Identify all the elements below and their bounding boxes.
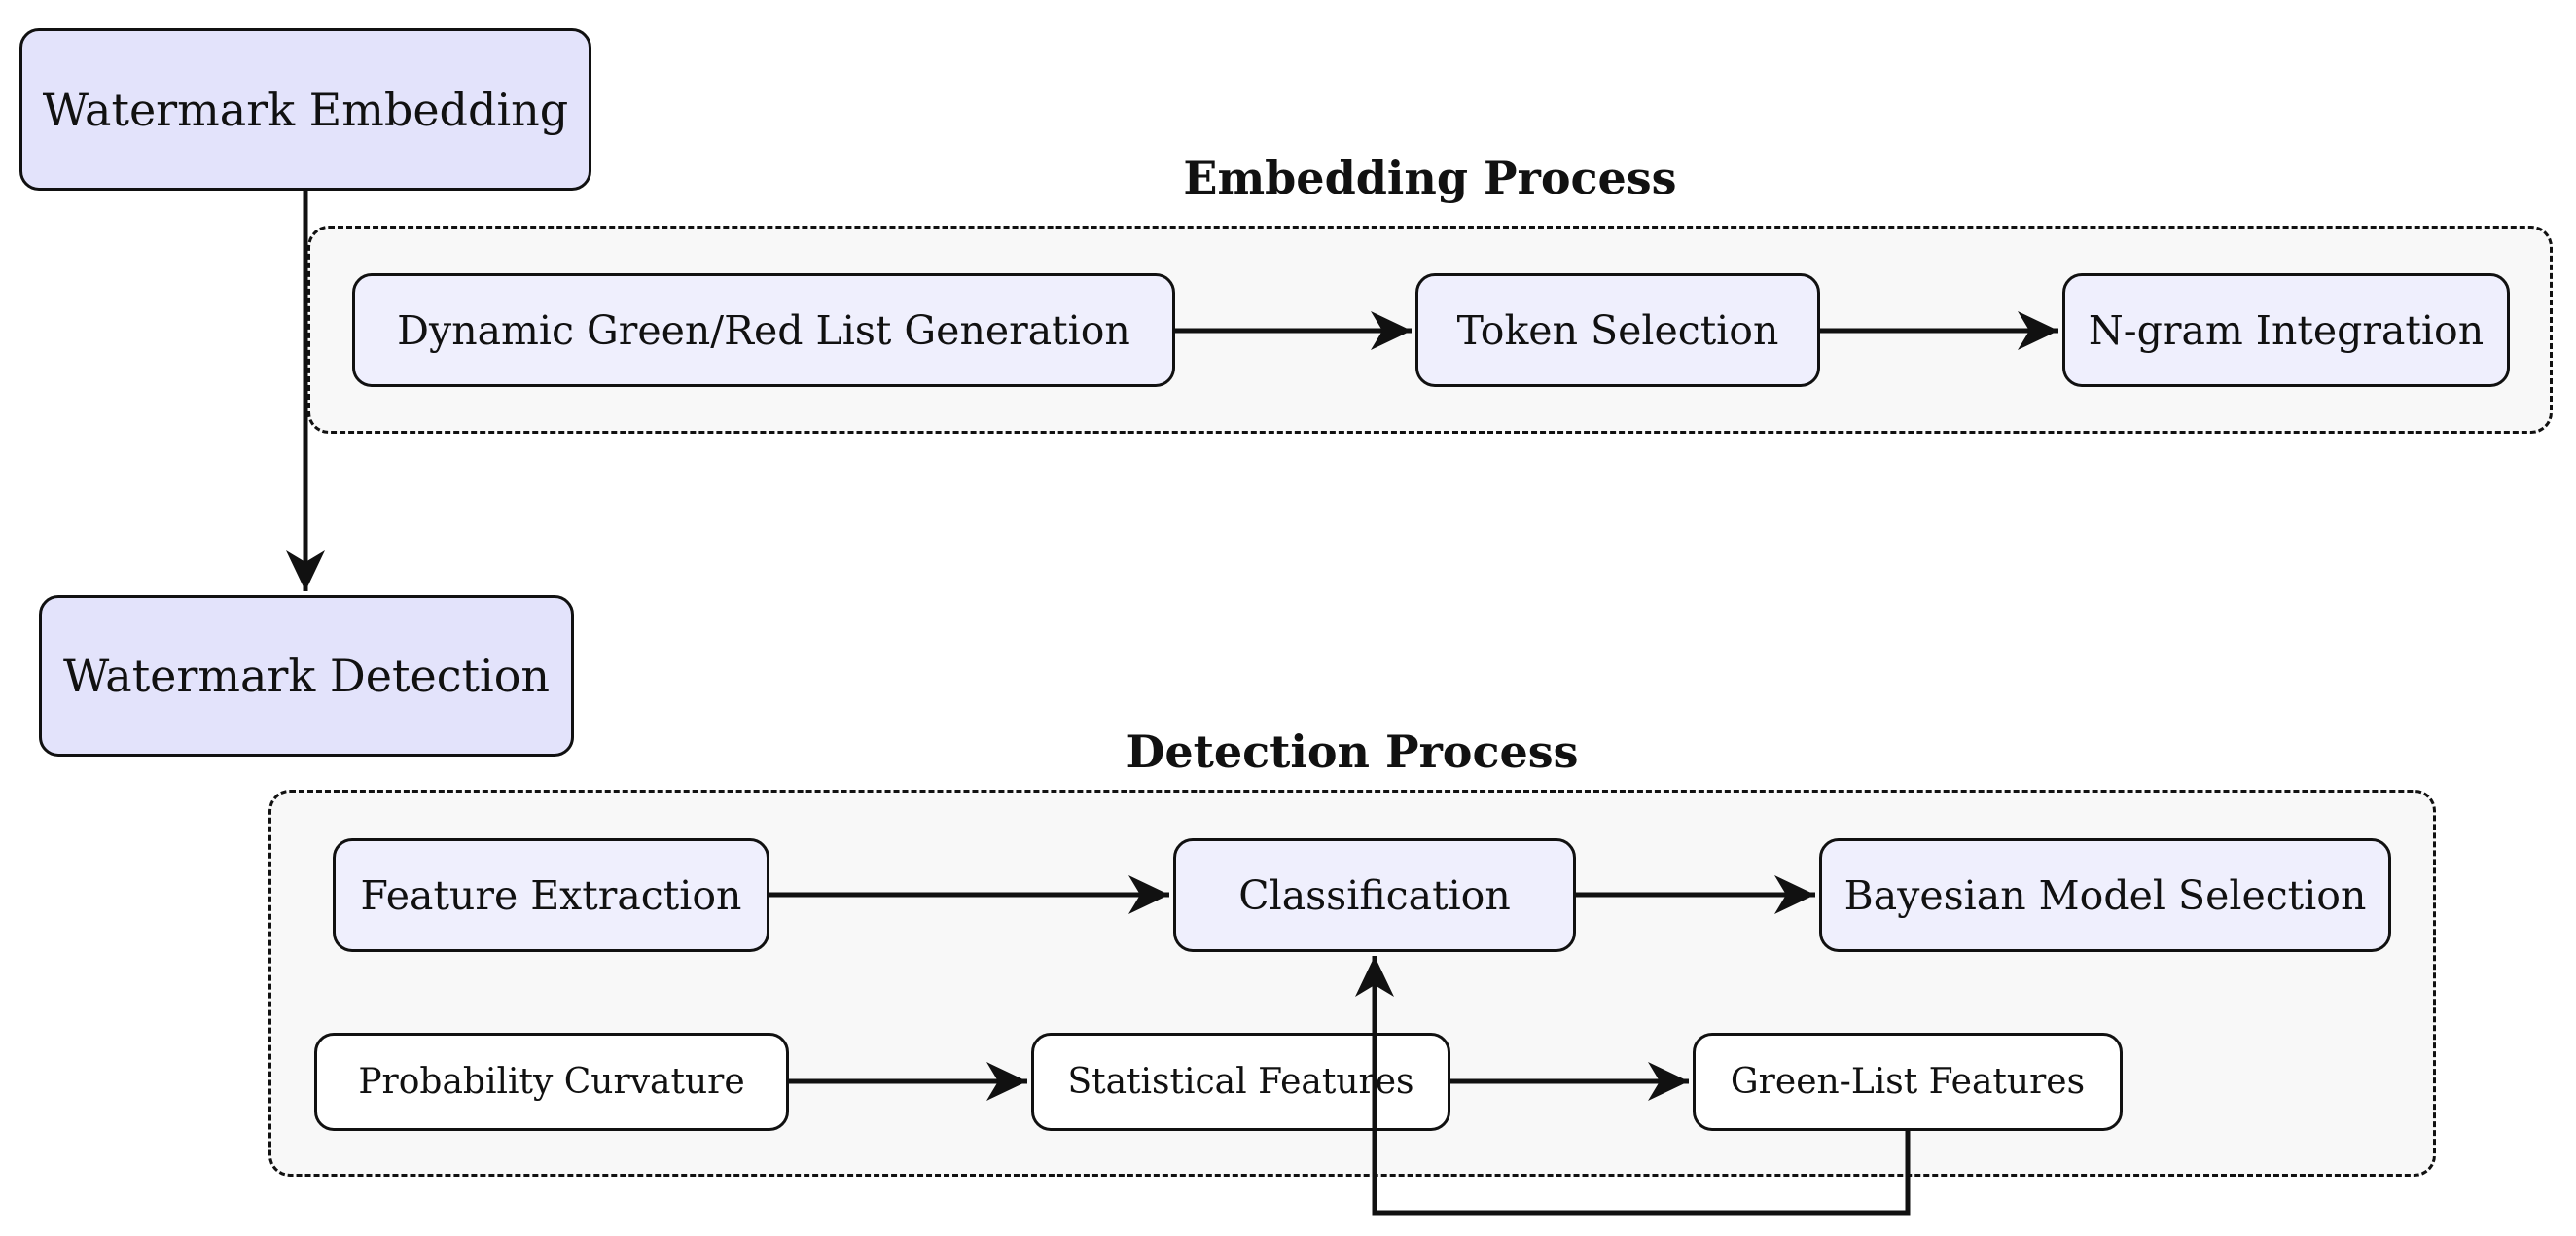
detection-process-title: Detection Process — [1126, 725, 1579, 778]
watermark-embedding-node: Watermark Embedding — [19, 28, 591, 191]
embedding-process-title: Embedding Process — [1183, 152, 1677, 204]
watermark-detection-node: Watermark Detection — [39, 595, 574, 757]
green-red-list-generation-node: Dynamic Green/Red List Generation — [352, 273, 1175, 387]
green-list-features-node: Green-List Features — [1693, 1033, 2123, 1131]
ngram-integration-node: N-gram Integration — [2062, 273, 2510, 387]
feature-extraction-node: Feature Extraction — [333, 838, 769, 952]
arrow-greenlist-to-classification — [1355, 956, 1911, 1216]
token-selection-node: Token Selection — [1415, 273, 1820, 387]
statistical-features-node: Statistical Features — [1031, 1033, 1450, 1131]
classification-node: Classification — [1173, 838, 1576, 952]
bayesian-model-selection-node: Bayesian Model Selection — [1819, 838, 2391, 952]
probability-curvature-node: Probability Curvature — [314, 1033, 789, 1131]
